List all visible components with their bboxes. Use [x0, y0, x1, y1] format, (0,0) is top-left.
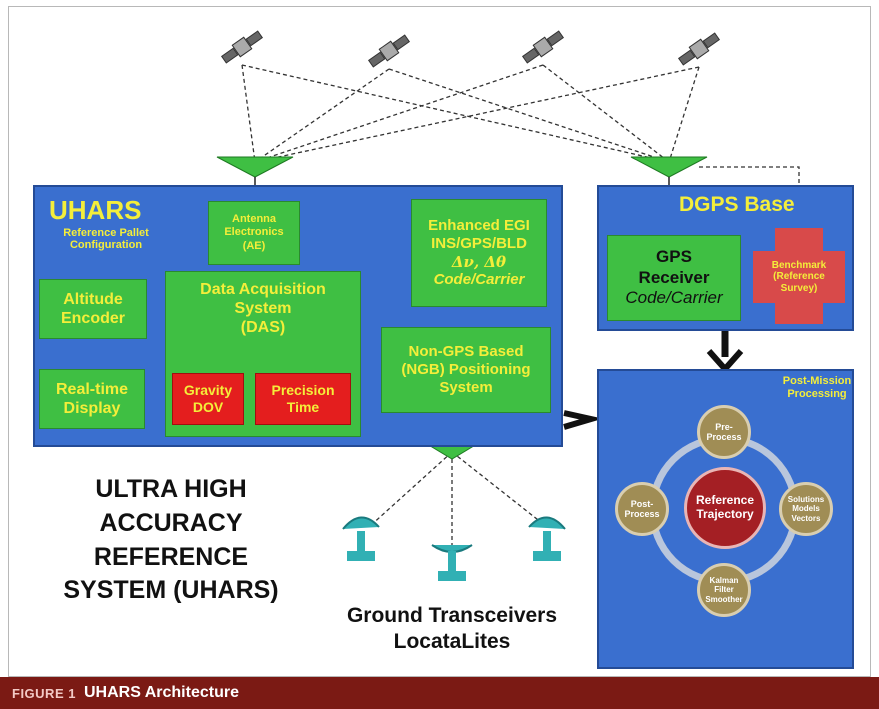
enhanced-egi-box: Enhanced EGI INS/GPS/BLD Δν, Δθ Code/Car… — [411, 199, 547, 307]
altitude-encoder-box: Altitude Encoder — [39, 279, 147, 339]
preprocess-node: Pre- Process — [697, 405, 751, 459]
ground-transceiver-icon — [528, 516, 566, 561]
gravity-dov-box: Gravity DOV — [172, 373, 244, 425]
satellite-icon — [521, 30, 565, 64]
to-processing-arrow — [563, 410, 603, 430]
post-mission-title: Post-Mission Processing — [782, 375, 852, 401]
figure-number: FIGURE 1 — [12, 685, 76, 701]
figure-caption: FIGURE 1 UHARS Architecture — [0, 677, 879, 709]
satellite-icon — [220, 30, 264, 64]
postprocess-node: Post- Process — [615, 482, 669, 536]
figure-title: UHARS Architecture — [83, 684, 239, 701]
satellite-icon — [367, 34, 411, 68]
kalman-filter-node: Kalman Filter Smoother — [697, 563, 751, 617]
ground-transceivers-label: Ground Transceivers LocataLites — [346, 604, 558, 654]
figure-frame: UHARS Reference Pallet Configuration Ant… — [8, 6, 871, 677]
satellite-signal-lines — [241, 64, 800, 547]
uhars-antenna-icon — [216, 156, 294, 178]
ngb-positioning-box: Non-GPS Based (NGB) Positioning System — [381, 327, 551, 413]
uhars-subtitle: Reference Pallet Configuration — [63, 227, 149, 251]
dgps-title: DGPS Base — [679, 193, 795, 216]
solutions-node: Solutions Models Vectors — [779, 482, 833, 536]
antenna-electronics-box: Antenna Electronics (AE) — [208, 201, 300, 265]
reference-trajectory-node: Reference Trajectory — [684, 467, 766, 549]
satellite-icon — [677, 32, 721, 66]
dgps-antenna-icon — [630, 156, 708, 178]
system-name-text: ULTRA HIGH ACCURACY REFERENCE SYSTEM (UH… — [63, 475, 279, 605]
benchmark-box: Benchmark (Reference Survey) — [753, 251, 845, 303]
ground-transceiver-icon — [342, 516, 380, 561]
precision-time-box: Precision Time — [255, 373, 351, 425]
ground-transceiver-icon — [431, 544, 473, 581]
gps-receiver-box: GPS Receiver Code/Carrier — [607, 235, 741, 321]
realtime-display-box: Real-time Display — [39, 369, 145, 429]
uhars-title: UHARS — [49, 195, 142, 225]
